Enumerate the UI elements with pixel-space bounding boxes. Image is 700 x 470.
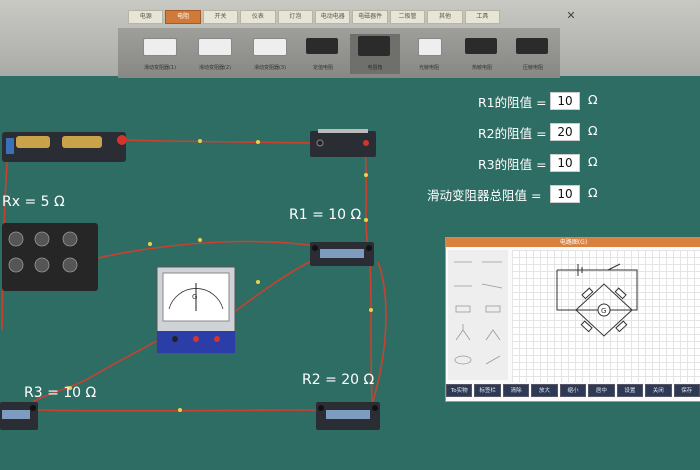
tray-item-label: 电阻箱 <box>367 65 383 71</box>
resistance-box-rx[interactable] <box>0 221 100 293</box>
rheostat-value-input[interactable]: 10 <box>550 185 580 203</box>
zoom-in-button[interactable]: 放大 <box>531 384 558 397</box>
symbol-palette-icons <box>454 261 503 365</box>
center-button[interactable]: 居中 <box>588 384 615 397</box>
r1-label: R1 = 10 Ω <box>289 207 362 223</box>
bridge-circuit-diagram: G <box>556 263 638 337</box>
tab-bulb[interactable]: 灯泡 <box>277 10 314 24</box>
panel-title: 电路图(G) <box>446 238 700 247</box>
setting-rheostat-total: 滑动变阻器总阻值 = 10 Ω <box>427 185 608 203</box>
tray-item-label: 滑动变阻器(2) <box>198 65 232 71</box>
setting-r1: R1的阻值 = 10 Ω <box>478 92 608 110</box>
tab-electric-appliance[interactable]: 电动电器 <box>315 10 351 24</box>
tab-meter[interactable]: 仪表 <box>240 10 276 24</box>
wire[interactable] <box>97 240 317 259</box>
tray-item-rheostat-3[interactable]: 滑动变阻器(3) <box>245 34 295 74</box>
symbol-palette[interactable] <box>448 250 508 380</box>
galvanometer-letter: G <box>192 293 198 301</box>
tray-item-varistor[interactable]: 压敏电阻 <box>508 34 558 74</box>
to-physical-button[interactable]: To实物 <box>446 384 473 397</box>
setting-r3: R3的阻值 = 10 Ω <box>478 154 608 172</box>
resistor-r2[interactable] <box>314 400 382 432</box>
tab-electromagnetic[interactable]: 电磁器件 <box>352 10 388 24</box>
tray-item-label: 滑动变阻器(3) <box>253 65 287 71</box>
slider-rheostat-icon <box>143 38 177 56</box>
galvanometer[interactable] <box>155 265 237 355</box>
slider-rheostat-icon <box>198 38 232 56</box>
tray-item-rheostat-2[interactable]: 滑动变阻器(2) <box>190 34 240 74</box>
r3-label: R3 = 10 Ω <box>24 385 97 401</box>
tab-diode[interactable]: 二极管 <box>389 10 426 24</box>
diagram-toolbar: To实物 标签栏 清除 放大 缩小 居中 设置 关闭 保存 <box>446 384 700 397</box>
thermistor-icon <box>465 38 497 54</box>
wire[interactable] <box>364 145 369 249</box>
wire[interactable] <box>35 409 321 412</box>
diagram-galvanometer-letter: G <box>601 307 606 315</box>
tray-item-label: 滑动变阻器(1) <box>143 65 177 71</box>
settings-button[interactable]: 设置 <box>616 384 644 397</box>
setting-label: R3的阻值 = <box>478 157 547 172</box>
r2-label: R2 = 20 Ω <box>302 372 375 388</box>
r2-value-input[interactable]: 20 <box>550 123 580 141</box>
setting-label: 滑动变阻器总阻值 = <box>427 188 542 203</box>
photoresistor-icon <box>418 38 442 56</box>
tray-item-label: 光敏电阻 <box>418 65 439 71</box>
tray-item-label: 定值电阻 <box>312 65 333 71</box>
wire[interactable] <box>369 261 373 403</box>
fixed-resistor-icon <box>306 38 338 54</box>
r1-value-input[interactable]: 10 <box>550 92 580 110</box>
unit-label: Ω <box>588 185 598 200</box>
label-bar-button[interactable]: 标签栏 <box>474 384 501 397</box>
switch[interactable] <box>308 127 378 159</box>
battery-pack[interactable] <box>0 124 130 166</box>
unit-label: Ω <box>588 123 598 138</box>
zoom-out-button[interactable]: 缩小 <box>559 384 587 397</box>
close-icon[interactable]: ✕ <box>566 9 576 22</box>
tray-item-label: 热敏电阻 <box>471 65 492 71</box>
setting-r2: R2的阻值 = 20 Ω <box>478 123 608 141</box>
wire[interactable] <box>121 139 319 144</box>
resistor-r3[interactable] <box>0 400 40 432</box>
tab-power[interactable]: 电源 <box>128 10 164 24</box>
tray-item-photoresistor[interactable]: 光敏电阻 <box>404 34 454 74</box>
rx-label: Rx = 5 Ω <box>2 194 65 210</box>
diagram-canvas[interactable]: G <box>512 250 700 382</box>
tab-resistor[interactable]: 电阻 <box>165 10 201 24</box>
tray-item-fixed-resistor[interactable]: 定值电阻 <box>298 34 348 74</box>
wire[interactable] <box>371 261 387 405</box>
setting-label: R1的阻值 = <box>478 95 547 110</box>
tray-item-resistance-box[interactable]: 电阻箱 <box>350 34 400 74</box>
close-button[interactable]: 关闭 <box>645 384 672 397</box>
varistor-icon <box>516 38 548 54</box>
clear-button[interactable]: 清除 <box>502 384 530 397</box>
tray-item-thermistor[interactable]: 热敏电阻 <box>457 34 507 74</box>
slider-rheostat-icon <box>253 38 287 56</box>
unit-label: Ω <box>588 92 598 107</box>
resistance-box-icon <box>358 36 390 56</box>
r3-value-input[interactable]: 10 <box>550 154 580 172</box>
tab-tools[interactable]: 工具 <box>464 10 501 24</box>
tab-other[interactable]: 其他 <box>427 10 463 24</box>
save-button[interactable]: 保存 <box>673 384 700 397</box>
tab-switch[interactable]: 开关 <box>202 10 239 24</box>
unit-label: Ω <box>588 154 598 169</box>
resistor-r1[interactable] <box>308 240 376 268</box>
circuit-diagram-panel: 电路图(G) <box>445 237 700 402</box>
component-category-menu: 电源 电阻 开关 仪表 灯泡 电动电器 电磁器件 二极管 其他 工具 <box>128 10 501 24</box>
setting-label: R2的阻值 = <box>478 126 547 141</box>
tray-item-rheostat-1[interactable]: 滑动变阻器(1) <box>135 34 185 74</box>
tray-item-label: 压敏电阻 <box>522 65 543 71</box>
